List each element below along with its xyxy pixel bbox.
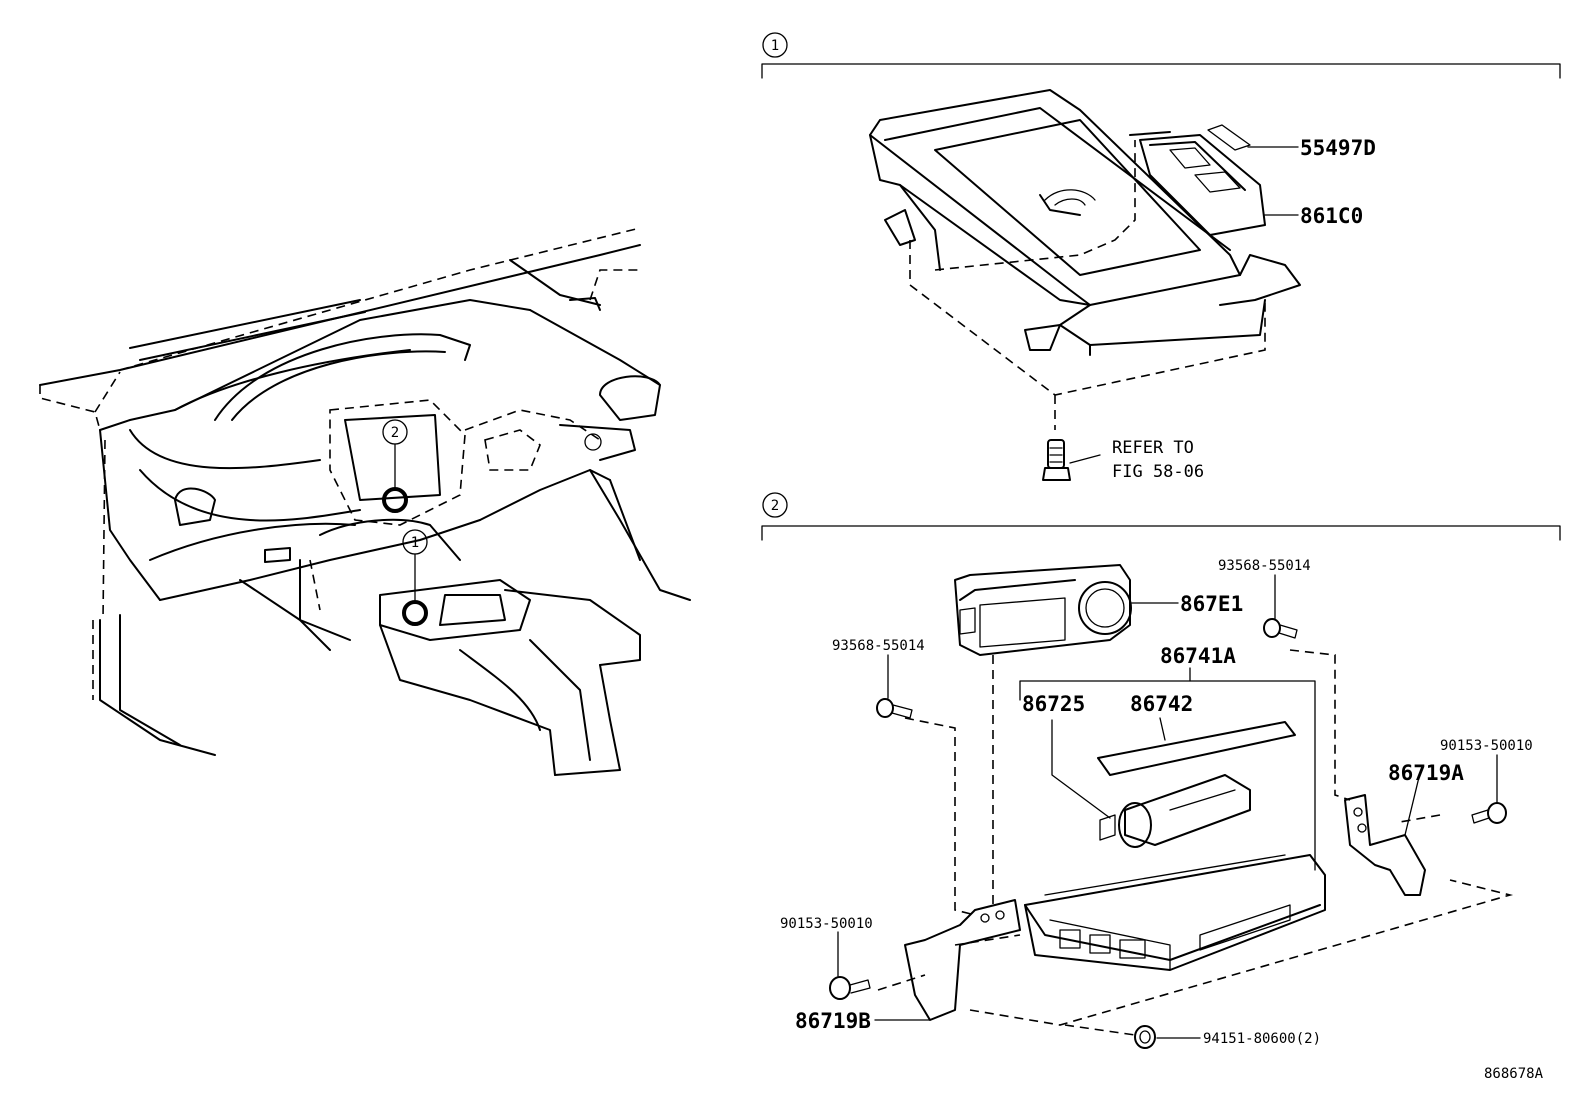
refer-fig-text: FIG 58-06 bbox=[1112, 462, 1204, 482]
label-93568-55014-left: 93568-55014 bbox=[832, 638, 925, 654]
label-86719a: 86719A bbox=[1388, 761, 1464, 785]
module-867e1 bbox=[954, 564, 1132, 656]
label-861c0: 861C0 bbox=[1300, 204, 1363, 228]
refer-to-text: REFER TO bbox=[1112, 438, 1194, 458]
nut-94151-80600 bbox=[1134, 1025, 1156, 1049]
bolt-93568-55014-right bbox=[1263, 618, 1298, 639]
label-86719b: 86719B bbox=[795, 1009, 871, 1033]
location-marker-1 bbox=[402, 600, 428, 626]
section-2-bracket bbox=[761, 525, 1561, 541]
module-86725 bbox=[1099, 774, 1251, 848]
location-marker-2 bbox=[382, 487, 408, 513]
label-86741a: 86741A bbox=[1160, 644, 1236, 668]
bolt-90153-50010-left bbox=[829, 976, 871, 1000]
bolt-90153-50010-right bbox=[1471, 802, 1507, 824]
label-90153-50010-right: 90153-50010 bbox=[1440, 738, 1533, 754]
section-1-bracket bbox=[761, 63, 1561, 79]
bracket-86719b bbox=[904, 899, 1021, 1021]
label-867e1: 867E1 bbox=[1180, 592, 1243, 616]
section-1: 1 bbox=[761, 32, 1561, 482]
section-2: 2 867E1 86741A 86725 86742 bbox=[761, 492, 1561, 1049]
section-2-number: 2 bbox=[771, 498, 779, 514]
screw-refer-icon bbox=[1042, 439, 1071, 481]
plate-86742 bbox=[1097, 721, 1296, 776]
section-1-bubble bbox=[762, 32, 788, 58]
label-86725: 86725 bbox=[1022, 692, 1085, 716]
section-1-number: 1 bbox=[771, 38, 779, 54]
dashboard-illustration: 2 1 bbox=[39, 227, 691, 776]
main-unit bbox=[1024, 854, 1326, 971]
clip-55497d bbox=[1207, 124, 1251, 151]
callout-1-label: 1 bbox=[411, 535, 419, 551]
label-93568-55014-right: 93568-55014 bbox=[1218, 558, 1311, 574]
bracket-86719a bbox=[1344, 794, 1426, 896]
label-90153-50010-left: 90153-50010 bbox=[780, 916, 873, 932]
label-94151-80600: 94151-80600(2) bbox=[1203, 1031, 1321, 1047]
section-2-bubble bbox=[762, 492, 788, 518]
label-86742: 86742 bbox=[1130, 692, 1193, 716]
bolt-93568-55014-left bbox=[876, 698, 913, 719]
figure-id: 868678A bbox=[1484, 1066, 1544, 1082]
callout-2-label: 2 bbox=[391, 425, 399, 441]
label-55497d: 55497D bbox=[1300, 136, 1376, 160]
wireless-charger-assembly bbox=[869, 89, 1301, 430]
